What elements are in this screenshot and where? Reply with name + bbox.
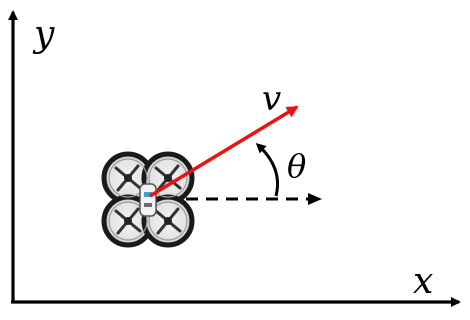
angle-arc [255,142,279,197]
angle-label: θ [287,147,306,185]
y-axis-label: y [32,14,55,55]
velocity-vector [149,105,299,198]
quadrotor-drone-icon [101,151,195,248]
heading-reference-arrowhead [308,193,322,205]
x-axis-label: x [413,261,433,302]
velocity-label: v [262,79,281,119]
